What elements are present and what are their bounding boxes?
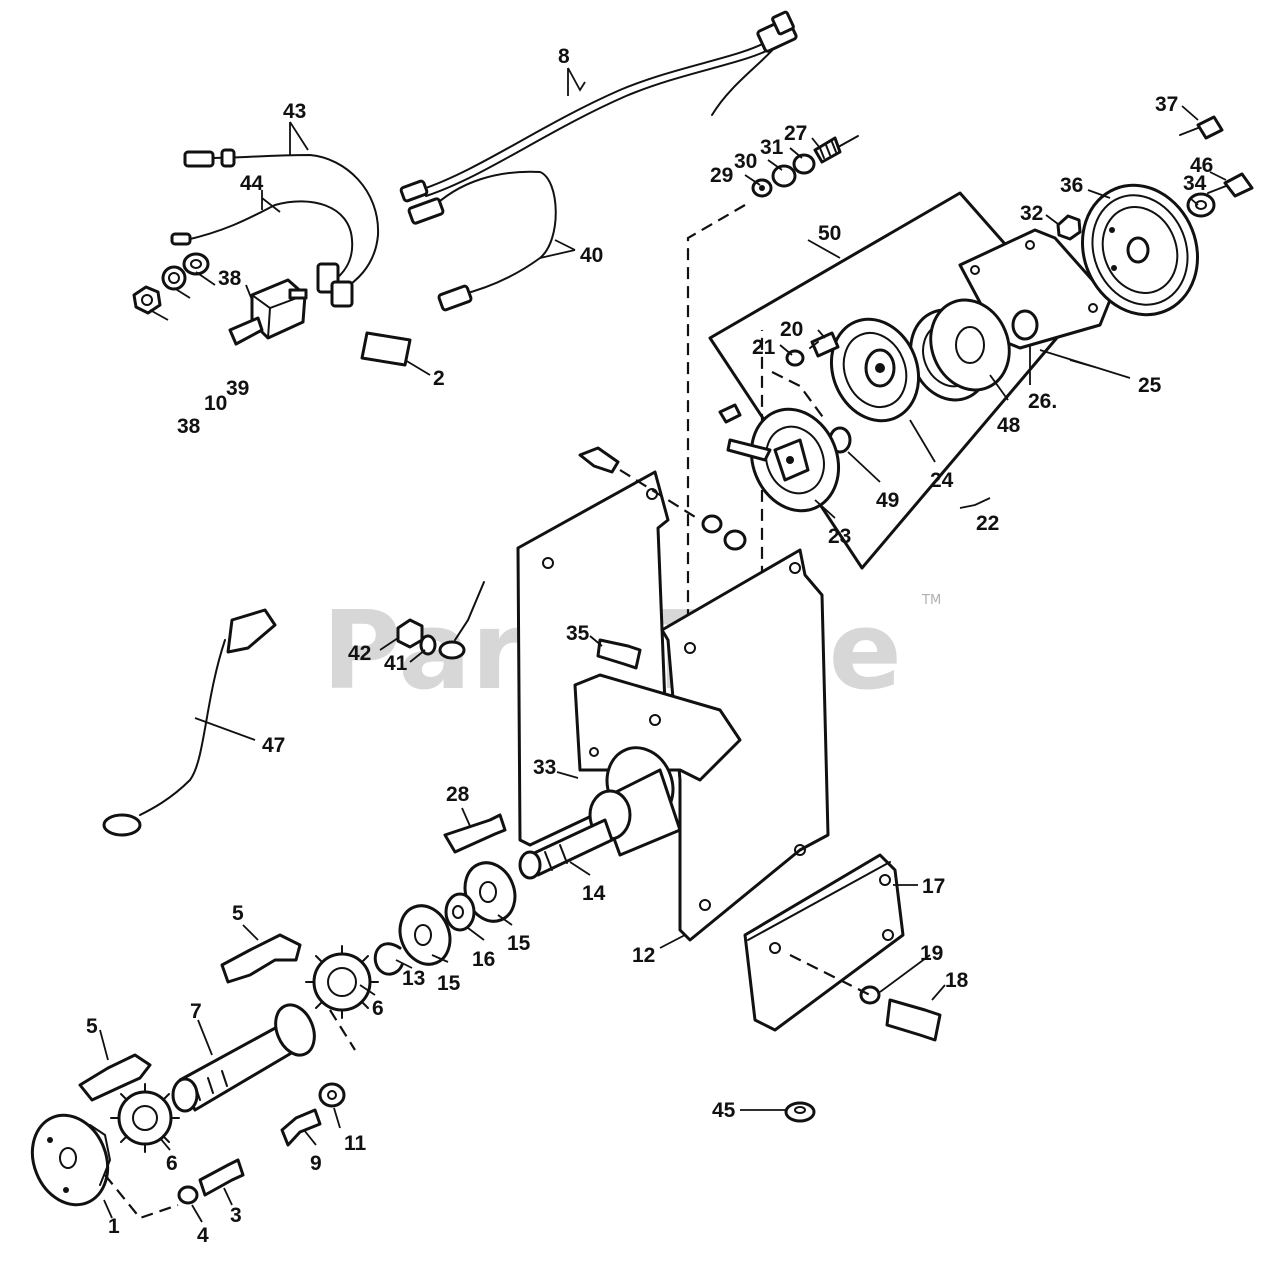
- callout-15-b: 15: [437, 972, 461, 995]
- armature-24: [829, 317, 921, 423]
- callout-5-lower: 5: [86, 1015, 98, 1038]
- callout-20: 20: [780, 318, 803, 341]
- bearing-48: [909, 298, 1039, 402]
- shaft-7: [171, 1003, 316, 1113]
- callout-25: 25: [1138, 374, 1162, 397]
- callout-21: 21: [752, 336, 776, 359]
- callout-13: 13: [402, 967, 425, 990]
- callout-30: 30: [734, 150, 757, 173]
- callout-38-switch: 38: [218, 267, 242, 290]
- callout-39: 39: [226, 377, 249, 400]
- retaining-ring-13: [373, 942, 404, 976]
- callout-31: 31: [760, 136, 784, 159]
- callout-16: 16: [472, 948, 495, 971]
- bolt-28: [443, 813, 507, 854]
- callout-labels: 8 43 44 38 2 39 10 38 40 29 30 31 27 37 …: [86, 45, 1213, 1247]
- chain-5-upper: [220, 933, 302, 984]
- callout-44: 44: [240, 172, 264, 195]
- clamp-plate-17: [743, 853, 905, 1032]
- callout-3: 3: [230, 1204, 242, 1227]
- wire-43: [183, 148, 380, 293]
- callout-28: 28: [446, 783, 470, 806]
- callout-1: 1: [108, 1215, 120, 1238]
- callout-27: 27: [784, 122, 807, 145]
- callout-6-lower: 6: [166, 1152, 178, 1175]
- callout-33: 33: [533, 756, 556, 779]
- wire-44: [170, 200, 354, 308]
- callout-6-upper: 6: [372, 997, 384, 1020]
- callout-4: 4: [197, 1224, 209, 1247]
- callout-49: 49: [876, 489, 899, 512]
- chain-5-lower: [78, 1053, 152, 1102]
- back-plate-hardware: [578, 446, 747, 551]
- callout-2: 2: [433, 367, 445, 390]
- callout-15-a: 15: [507, 932, 531, 955]
- callout-22: 22: [976, 512, 999, 535]
- callout-10: 10: [204, 392, 227, 415]
- callout-26: 26.: [1028, 390, 1057, 413]
- spacers: [398, 861, 517, 966]
- ground-hardware: [396, 581, 485, 660]
- callout-40: 40: [580, 244, 603, 267]
- callout-43: 43: [283, 100, 306, 123]
- decal-2: [360, 331, 412, 367]
- toggle-switch-38: [228, 278, 308, 346]
- switch-hardware: [132, 252, 210, 315]
- callout-34: 34: [1183, 172, 1207, 195]
- hub-1: [30, 1113, 112, 1207]
- leader-lines: [99, 67, 1227, 1223]
- callout-41: 41: [384, 652, 408, 675]
- callout-42: 42: [348, 642, 371, 665]
- callout-47: 47: [262, 734, 285, 757]
- bolt-35: [596, 638, 642, 670]
- wire-40: [407, 170, 557, 312]
- plate-bolt-18: [789, 954, 942, 1042]
- callout-5-upper: 5: [232, 902, 244, 925]
- callout-29: 29: [710, 164, 733, 187]
- callout-48: 48: [997, 414, 1021, 437]
- callout-32: 32: [1020, 202, 1043, 225]
- ground-strap-47: [102, 608, 277, 837]
- callout-8: 8: [558, 45, 570, 68]
- callout-7: 7: [190, 1000, 202, 1023]
- callout-17: 17: [922, 875, 945, 898]
- alignment-line-armature: [771, 371, 826, 421]
- callout-35: 35: [566, 622, 590, 645]
- watermark-trademark: TM: [921, 593, 941, 608]
- pulley-hardware: [1056, 115, 1254, 241]
- field-coil-23: [718, 403, 841, 513]
- idler-hardware: [280, 1082, 346, 1147]
- part-45: [784, 1101, 816, 1123]
- callout-24: 24: [930, 469, 954, 492]
- callout-50: 50: [818, 222, 841, 245]
- callout-23: 23: [828, 525, 851, 548]
- wire-harness-8: [399, 10, 798, 203]
- callout-18: 18: [945, 969, 969, 992]
- callout-46: 46: [1190, 154, 1213, 177]
- armature-bolt: [785, 331, 840, 367]
- alignment-line-shaft: [329, 1009, 356, 1051]
- support-bracket: [573, 673, 742, 782]
- hub-hardware: [104, 1158, 245, 1220]
- callout-14: 14: [582, 882, 606, 905]
- spindle-14: [518, 746, 682, 880]
- callout-11: 11: [344, 1132, 367, 1155]
- callout-12: 12: [632, 944, 655, 967]
- pulley-36: [1080, 183, 1200, 317]
- callout-37: 37: [1155, 93, 1178, 116]
- sprocket-6-upper: [305, 945, 379, 1019]
- callout-45: 45: [712, 1099, 736, 1122]
- sprocket-6-lower: [110, 1083, 180, 1153]
- callout-36: 36: [1060, 174, 1083, 197]
- callout-38-nut: 38: [177, 415, 201, 438]
- callout-19: 19: [920, 942, 943, 965]
- callout-9: 9: [310, 1152, 322, 1175]
